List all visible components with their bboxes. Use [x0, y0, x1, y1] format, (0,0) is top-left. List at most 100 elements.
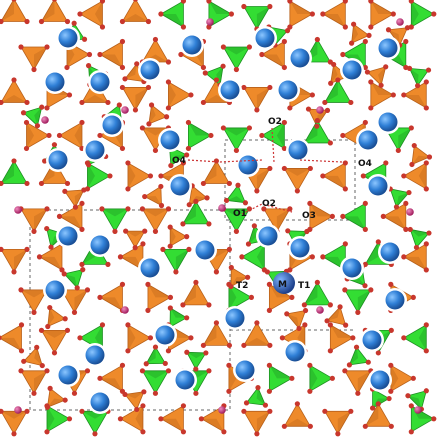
oxygen-atom — [152, 228, 159, 234]
oxygen-atom — [99, 24, 106, 30]
orange-tetrahedron — [47, 306, 66, 328]
oxygen-atom — [165, 59, 172, 65]
oxygen-atom — [349, 40, 355, 46]
oxygen-atom — [348, 99, 354, 106]
oxygen-atom — [158, 11, 164, 17]
oxygen-atom — [23, 119, 30, 126]
blue-atom — [158, 128, 182, 152]
orange-tetrahedron — [202, 160, 231, 184]
pink-atom — [396, 18, 404, 26]
oxygen-atom — [123, 228, 129, 234]
green-tetrahedron — [303, 119, 332, 144]
oxygen-atom — [206, 221, 212, 227]
blue-atom — [276, 78, 300, 102]
oxygen-atom — [147, 173, 154, 179]
green-tetrahedron — [228, 283, 253, 312]
oxygen-atom — [44, 225, 50, 232]
pink-atom — [121, 306, 129, 314]
orange-tetrahedron — [243, 322, 271, 346]
pink-atom — [14, 206, 22, 214]
oxygen-atom — [125, 322, 131, 328]
oxygen-atom — [241, 84, 247, 91]
orange-tetrahedron — [127, 324, 152, 352]
green-tetrahedron — [222, 127, 251, 152]
oxygen-atom — [165, 79, 172, 85]
bond-o4-left — [187, 159, 263, 163]
green-tetrahedron — [160, 0, 184, 28]
oxygen-atom — [204, 195, 210, 201]
oxygen-atom — [335, 431, 341, 437]
site-labels: O4 O4 O2 O1 O2 O3 T2 M T1 — [172, 117, 372, 291]
oxygen-atom — [413, 244, 420, 251]
oxygen-atom — [324, 107, 331, 113]
oxygen-atom — [158, 202, 165, 209]
blue-atom — [138, 58, 162, 82]
oxygen-atom — [355, 309, 361, 315]
oxygen-atom — [185, 145, 192, 152]
oxygen-atom — [39, 104, 45, 110]
oxygen-atom — [378, 82, 384, 88]
pink-atoms-layer — [14, 18, 422, 414]
oxygen-atom — [208, 132, 214, 139]
oxygen-atom — [200, 99, 207, 106]
oxygen-atom — [36, 254, 43, 260]
blue-atom — [43, 278, 67, 302]
green-tetrahedron — [309, 364, 334, 393]
orange-tetrahedron — [402, 243, 427, 271]
bond-o4-right — [299, 159, 343, 163]
oxygen-atom — [51, 142, 58, 148]
oxygen-atom — [259, 132, 265, 139]
oxygen-atom — [193, 390, 199, 396]
oxygen-atom — [305, 106, 312, 112]
orange-tetrahedron — [40, 0, 69, 22]
orange-tetrahedron — [0, 324, 22, 352]
green-tetrahedron — [208, 0, 233, 28]
oxygen-atom — [327, 140, 333, 146]
orange-tetrahedron — [143, 185, 162, 207]
blue-atom — [100, 113, 124, 137]
green-tetrahedron — [344, 289, 372, 314]
oxygen-atom — [140, 241, 146, 247]
oxygen-atom — [342, 0, 348, 4]
orange-tetrahedron — [38, 243, 63, 271]
oxygen-atom — [348, 408, 354, 414]
oxygen-atom — [79, 226, 85, 232]
oxygen-atom — [410, 294, 416, 300]
blue-atom — [56, 26, 80, 50]
oxygen-atom — [142, 193, 148, 200]
oxygen-atom — [24, 18, 30, 25]
oxygen-atom — [59, 267, 65, 273]
oxygen-atom — [241, 3, 247, 10]
green-tetrahedron — [222, 208, 251, 233]
oxygen-atom — [39, 362, 45, 369]
oxygen-atom — [213, 77, 219, 83]
orange-tetrahedron — [169, 226, 188, 247]
orange-tetrahedron — [243, 87, 271, 111]
oxygen-atom — [11, 431, 17, 437]
oxygen-atom — [307, 362, 313, 368]
oxygen-atom — [62, 316, 68, 322]
oxygen-atom — [152, 36, 159, 43]
oxygen-atom — [48, 244, 54, 250]
oxygen-atom — [200, 180, 207, 187]
oxygen-atom — [42, 158, 48, 164]
oxygen-atom — [245, 241, 252, 247]
oxygen-atom — [279, 335, 285, 341]
green-tetrahedron — [46, 405, 71, 433]
oxygen-atom — [44, 206, 50, 212]
oxygen-atom — [180, 24, 187, 30]
oxygen-atom — [193, 198, 199, 204]
orange-tetrahedron — [60, 289, 89, 314]
oxygen-atom — [406, 65, 413, 72]
oxygen-atom — [285, 228, 291, 234]
pink-atom — [316, 106, 324, 114]
oxygen-atom — [267, 165, 273, 172]
blue-atom — [288, 236, 312, 260]
oxygen-atom — [266, 388, 272, 394]
oxygen-atom — [287, 0, 293, 4]
oxygen-atom — [119, 145, 126, 152]
oxygen-atom — [31, 390, 37, 396]
oxygen-atom — [408, 24, 414, 30]
orange-tetrahedron — [46, 387, 66, 408]
blue-atom — [223, 306, 247, 330]
